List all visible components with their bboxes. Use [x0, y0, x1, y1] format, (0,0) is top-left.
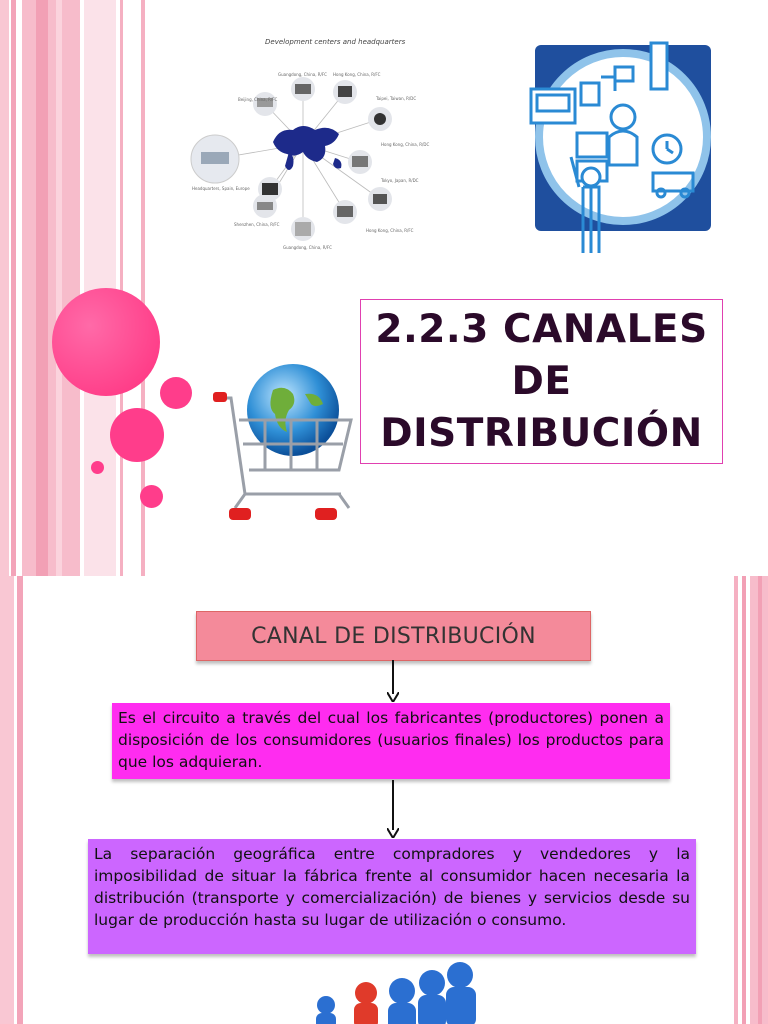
- box-label: CANAL DE DISTRIBUCIÓN: [251, 623, 536, 649]
- people-figures-image: [310, 961, 490, 1024]
- definition-box: Es el circuito a través del cual los fab…: [112, 703, 670, 779]
- map-label: Hong Kong, China, R/FC: [366, 228, 414, 233]
- stripe: [141, 0, 145, 576]
- map-label: Guangdong, China, R/FC: [283, 245, 332, 250]
- stripe: [0, 0, 9, 576]
- stripe: [758, 576, 762, 1024]
- explanation-text: La separación geográfica entre comprador…: [94, 845, 690, 929]
- title-line: 2.2.3 CANALES: [375, 306, 708, 352]
- decorative-circle: [110, 408, 164, 462]
- map-label: Guangdong, China, R/FC: [278, 72, 327, 77]
- definition-text: Es el circuito a través del cual los fab…: [118, 709, 664, 771]
- canal-de-distribucion-box: CANAL DE DISTRIBUCIÓN: [196, 611, 591, 661]
- map-label: Headquarters, Spain, Europe: [192, 186, 250, 191]
- map-label: Tokyo, Japan, R/DC: [381, 178, 419, 183]
- stripe: [22, 0, 80, 576]
- map-label: Hong Kong, China, R/FC: [333, 72, 381, 77]
- decorative-circle: [140, 485, 163, 508]
- stripe: [36, 0, 48, 576]
- stripe: [742, 576, 746, 1024]
- map-label: Beijing, China, R/FC: [238, 97, 278, 102]
- stripe: [734, 576, 738, 1024]
- title-line: DE: [511, 358, 572, 404]
- arrow-down-icon: [387, 660, 399, 702]
- stripe: [0, 576, 14, 1024]
- title-line: DISTRIBUCIÓN: [380, 410, 703, 456]
- shopping-cart-globe-image: [213, 364, 356, 526]
- explanation-box: La separación geográfica entre comprador…: [88, 839, 696, 954]
- stripe: [11, 0, 16, 576]
- stripe: [17, 576, 23, 1024]
- arrow-down-icon: [387, 780, 399, 838]
- decorative-circle: [160, 377, 192, 409]
- slide-1: Development centers and headquarters Gua…: [0, 0, 723, 576]
- map-label: Hong Kong, China, R/DC: [381, 142, 430, 147]
- slide-title: 2.2.3 CANALES DE DISTRIBUCIÓN: [375, 304, 707, 460]
- stripe: [120, 0, 123, 576]
- map-label: Shenzhen, China, R/FC: [234, 222, 280, 227]
- decorative-circle: [91, 461, 104, 474]
- distribution-services-illustration: [523, 37, 715, 255]
- decorative-circle: [52, 288, 160, 396]
- map-caption: Development centers and headquarters: [265, 38, 406, 46]
- map-label: Taipei, Taiwan, R/DC: [376, 96, 417, 101]
- stripe: [56, 0, 62, 576]
- slide-title-box: 2.2.3 CANALES DE DISTRIBUCIÓN: [360, 299, 723, 464]
- world-map-infographic: [185, 34, 421, 252]
